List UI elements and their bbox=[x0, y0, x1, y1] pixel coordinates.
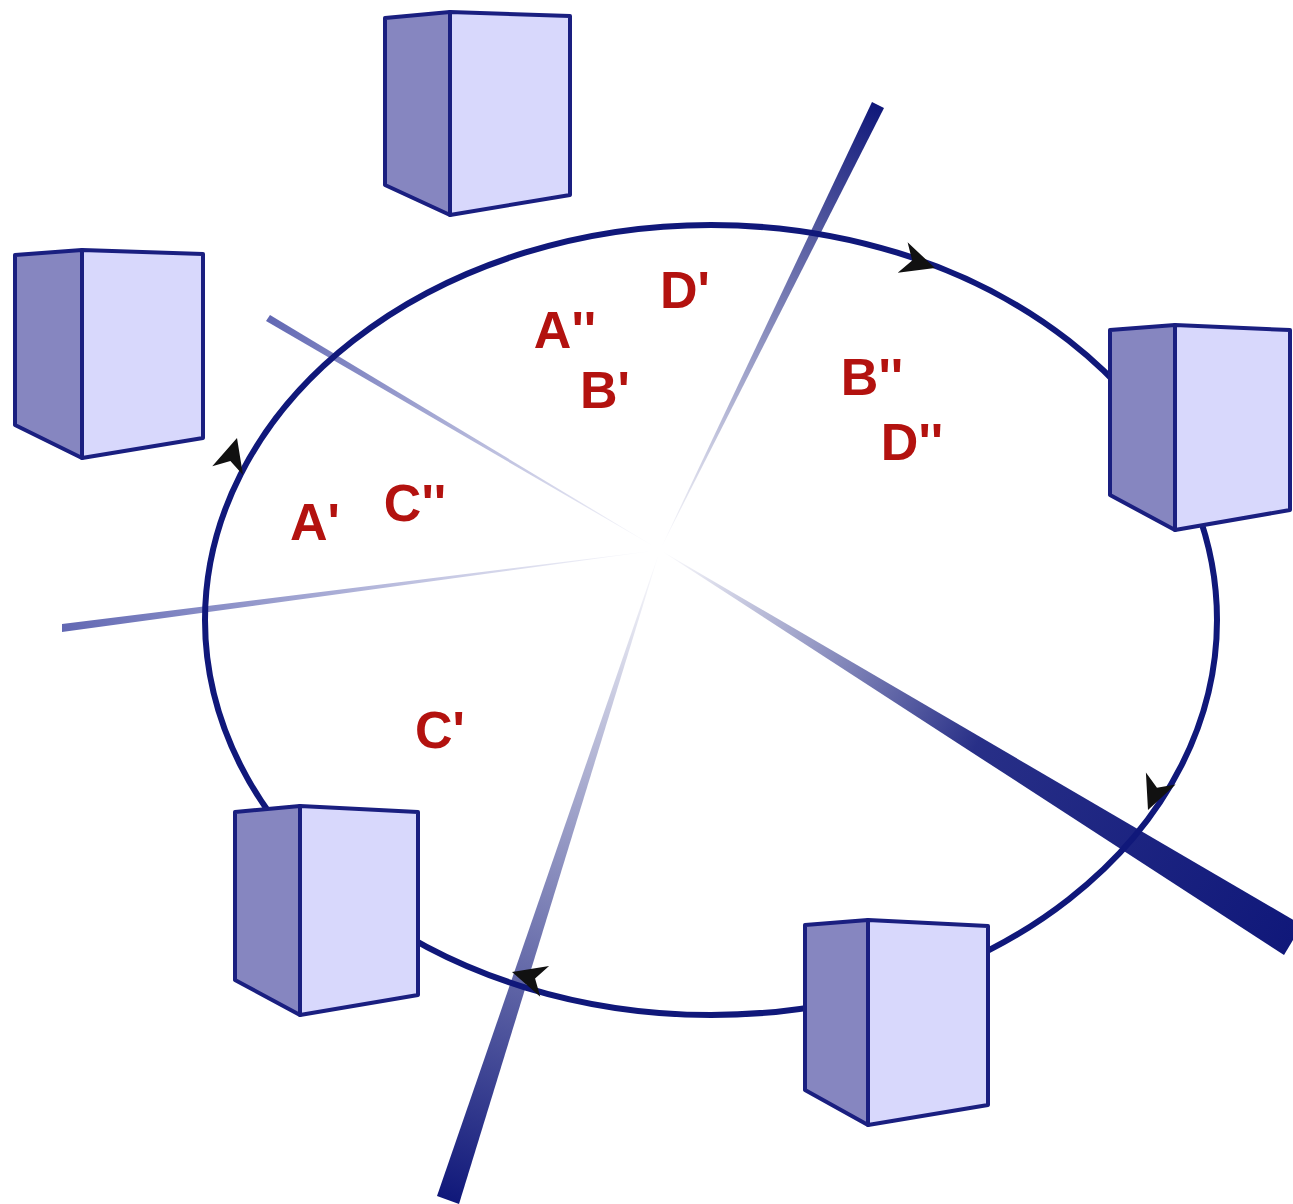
virtual-node-label: B' bbox=[580, 364, 630, 416]
virtual-node-label: B'' bbox=[841, 351, 903, 403]
virtual-node-label: A'' bbox=[534, 304, 596, 356]
servers bbox=[15, 12, 1290, 1125]
partition-rays bbox=[62, 102, 1293, 1204]
virtual-node-label: A' bbox=[290, 496, 340, 548]
partition-ray bbox=[437, 550, 660, 1204]
virtual-node-label: C'' bbox=[384, 477, 446, 529]
server-cube bbox=[15, 250, 203, 458]
partition-ray bbox=[62, 550, 660, 632]
virtual-node-label: D'' bbox=[881, 416, 943, 468]
server-cube bbox=[385, 12, 570, 215]
arrowhead bbox=[212, 434, 252, 476]
server-cube bbox=[235, 806, 418, 1015]
server-cube bbox=[805, 920, 988, 1125]
partition-ray bbox=[660, 550, 1293, 955]
arrowhead bbox=[1133, 772, 1175, 816]
hash-ring bbox=[205, 225, 1217, 1015]
server-cube bbox=[1110, 325, 1290, 530]
arrowhead bbox=[898, 242, 940, 283]
arrowhead bbox=[508, 957, 550, 997]
virtual-node-label: D' bbox=[660, 264, 710, 316]
virtual-node-label: C' bbox=[415, 704, 465, 756]
partition-ray bbox=[660, 102, 884, 550]
partition-ray bbox=[266, 315, 660, 550]
